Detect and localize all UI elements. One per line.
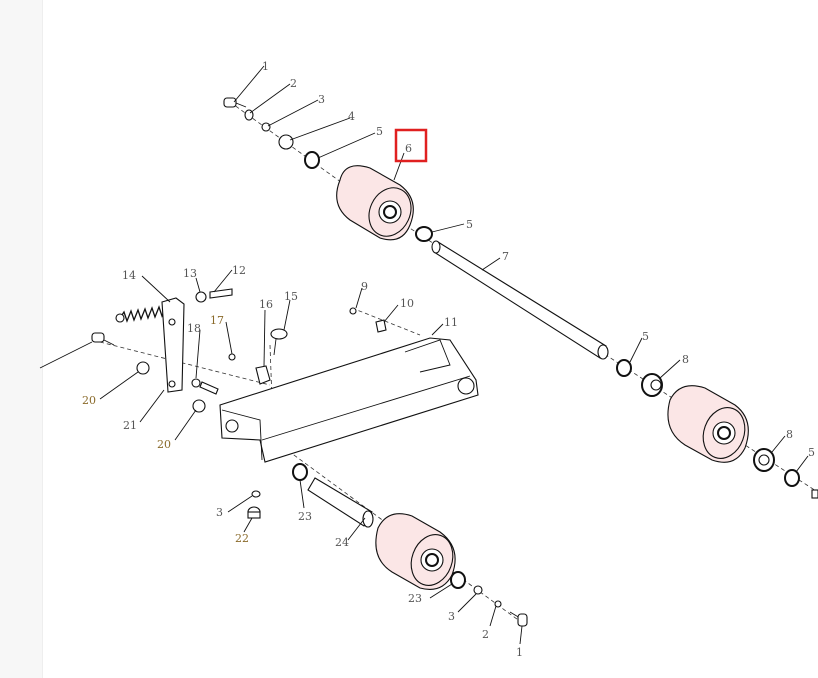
washer-part-20b [192,399,206,413]
label-18: 18 [187,322,201,335]
label-24: 24 [335,536,349,549]
clip-part-10 [375,319,387,333]
label-1: 1 [262,60,269,73]
label-4: 4 [348,110,355,123]
lever-axis [99,341,271,386]
label-23: 23 [408,592,422,605]
bolt-part-18 [191,378,219,395]
label-9: 9 [361,280,368,293]
nut-part-3 [261,122,271,132]
label-5: 5 [466,218,473,231]
roller-part-6 [336,165,414,241]
label-22: 22 [235,532,249,545]
label-2: 2 [290,77,297,90]
label-8: 8 [786,428,793,441]
label-8: 8 [682,353,689,366]
nut-part-13 [195,291,207,303]
ring-part-5b [415,226,433,242]
ring-part-edge [811,489,818,499]
label-6: 6 [405,142,412,155]
label-3: 3 [448,610,455,623]
lever-hole [168,380,176,388]
label-1: 1 [516,646,523,659]
label-16: 16 [259,298,273,311]
knob-part-15 [270,328,288,356]
washer-part-20 [136,361,150,375]
bolt-left [91,332,115,346]
roller-right [667,385,749,463]
nut-part-22 [247,506,261,519]
ring-part-5d [784,469,800,487]
bolt-axis [351,307,421,336]
label-17: 17 [210,314,224,327]
label-3: 3 [216,506,223,519]
label-5: 5 [808,446,815,459]
screw-part-17 [228,353,236,361]
bearing-part-8 [641,373,663,397]
label-15: 15 [284,290,298,303]
washer-part-4 [278,134,294,150]
label-21: 21 [123,419,137,432]
label-7: 7 [502,250,509,263]
washer-part-3 [251,490,261,498]
label-2: 2 [482,628,489,641]
label-5: 5 [376,125,383,138]
label-23: 23 [298,510,312,523]
label-20: 20 [82,394,96,407]
pin-part-12 [209,288,233,299]
label-14: 14 [122,269,136,282]
label-3: 3 [318,93,325,106]
ring-part-23 [292,463,308,481]
ring-part-5c [616,359,632,377]
bearing-part-8b [753,448,775,472]
lever-bar-part-21 [161,297,185,393]
label-10: 10 [400,297,414,310]
screw-part-9 [349,307,357,315]
leader-lines [39,65,809,645]
label-20: 20 [157,438,171,451]
bolt-part-1 [223,97,247,108]
bracket-part-16 [255,365,271,385]
label-11: 11 [444,316,458,329]
ring-part-23b [450,571,466,589]
label-13: 13 [183,267,197,280]
washer-part-2b [494,600,502,608]
highlight-box [394,128,428,163]
bolt-part-1b [509,611,528,627]
roller-lower [375,513,456,590]
lever-hole [168,318,176,326]
shaft-part-7 [431,240,609,360]
ring-part-5 [304,151,320,169]
label-5: 5 [642,330,649,343]
left-margin-strip [0,0,43,678]
label-12: 12 [232,264,246,277]
nut-part-3b [473,585,483,595]
arm-frame-part-11 [219,337,479,463]
shaft-part-24 [307,477,374,528]
